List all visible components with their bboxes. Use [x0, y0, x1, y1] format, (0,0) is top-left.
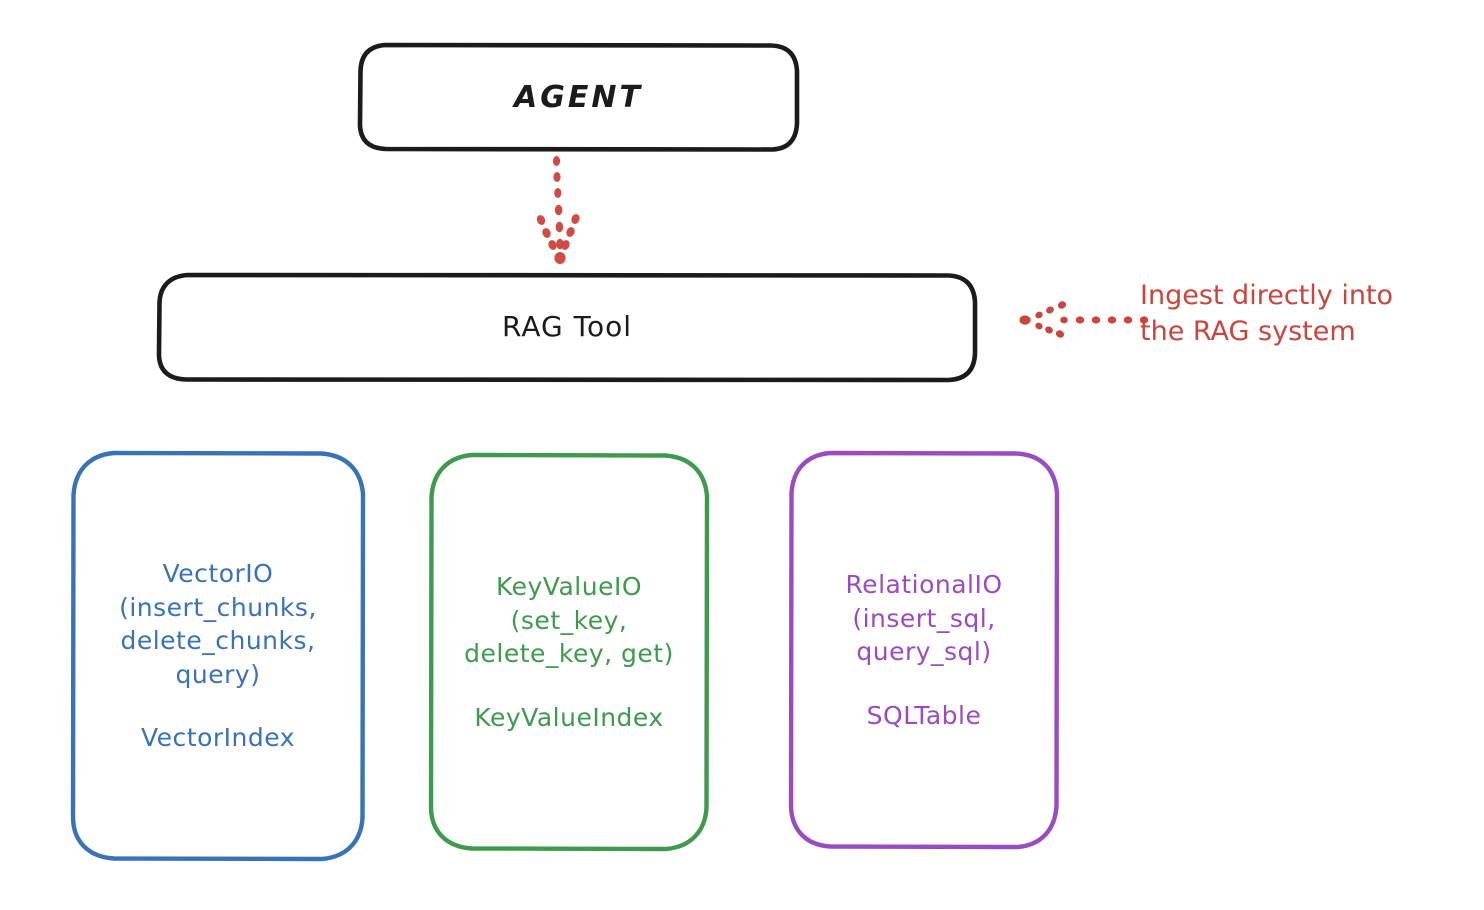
vector-io-secondary-label: VectorIndex	[141, 723, 295, 753]
node-rag-tool[interactable]: RAG Tool	[154, 270, 980, 384]
agent-label: AGENT	[514, 79, 643, 115]
rag-tool-label: RAG Tool	[502, 309, 632, 343]
node-agent[interactable]: AGENT	[355, 40, 802, 154]
node-key-value-io[interactable]: KeyValueIO (set_key, delete_key, get) Ke…	[426, 450, 712, 854]
relational-io-label: RelationalIO (insert_sql, query_sql)	[845, 570, 1003, 666]
node-relational-io[interactable]: RelationalIO (insert_sql, query_sql) SQL…	[786, 448, 1062, 852]
relational-io-secondary-label: SQLTable	[866, 700, 982, 730]
node-vector-io[interactable]: VectorIO (insert_chunks, delete_chunks, …	[68, 448, 368, 864]
annotation-ingest: Ingest directly into the RAG system	[1140, 280, 1394, 348]
connector-agent-to-rag-tool	[536, 156, 580, 264]
vector-io-label: VectorIO (insert_chunks, delete_chunks, …	[119, 559, 317, 689]
connector-ingest-pointer	[1019, 301, 1148, 338]
key-value-io-label: KeyValueIO (set_key, delete_key, get)	[464, 572, 674, 668]
key-value-io-secondary-label: KeyValueIndex	[474, 702, 664, 732]
